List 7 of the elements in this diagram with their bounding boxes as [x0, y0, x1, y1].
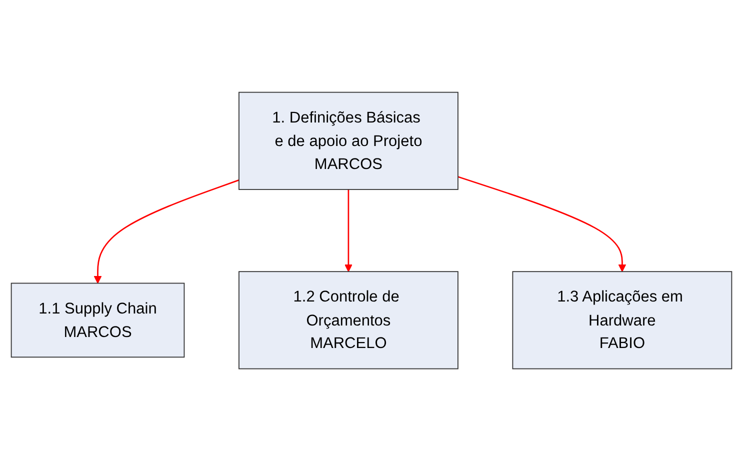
node-box: 1. Definições Básicas e de apoio ao Projeto MARCOS — [238, 92, 458, 190]
arrow — [344, 189, 352, 272]
arrow — [94, 179, 240, 284]
node-box: 1.3 Aplicações em Hardware FABIO — [512, 271, 732, 370]
node-box: 1.2 Controle de Orçamentos MARCELO — [238, 271, 458, 370]
arrow — [458, 176, 626, 272]
node-box: 1.1 Supply Chain MARCOS — [10, 282, 185, 358]
